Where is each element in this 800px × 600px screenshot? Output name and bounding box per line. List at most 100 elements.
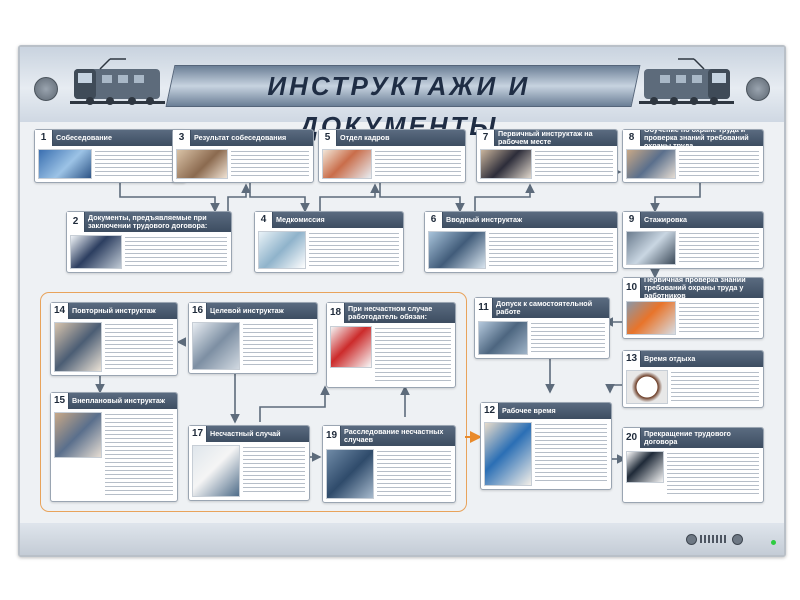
step-text-lines <box>375 328 451 382</box>
step-text-lines <box>105 414 173 496</box>
step-title: Первичная проверка знаний требований охр… <box>644 278 746 298</box>
step-title: Отдел кадров <box>340 133 390 142</box>
step-photo <box>38 149 92 179</box>
step-title: Результат собеседования <box>194 133 287 142</box>
step-text-lines <box>535 151 613 177</box>
arrow-4-5 <box>319 183 380 211</box>
step-title: Вводный инструктаж <box>446 215 523 224</box>
step-title: Внеплановый инструктаж <box>72 396 165 405</box>
step-photo <box>70 235 122 269</box>
arrow-1-2 <box>119 181 220 213</box>
header-banner: Инструктажи и документы <box>20 47 784 141</box>
first-aid-kit-icon <box>330 326 372 368</box>
play-button-icon <box>686 534 697 545</box>
step-number: 3 <box>173 130 191 146</box>
step-title: Документы, предъявляемые при заключении … <box>88 213 208 230</box>
step-number: 20 <box>623 428 641 448</box>
step-title: Несчастный случай <box>210 429 281 438</box>
step-number: 6 <box>425 212 443 228</box>
arrow-6-7 <box>474 183 535 211</box>
step-number: 16 <box>189 303 207 319</box>
step-number: 8 <box>623 130 641 146</box>
step-photo <box>322 149 372 179</box>
step-photo <box>626 301 676 335</box>
audio-controls <box>686 533 744 545</box>
step-number: 7 <box>477 130 495 146</box>
step-title: Собеседование <box>56 133 112 142</box>
step-text-lines <box>309 233 399 267</box>
step-number: 18 <box>327 303 345 323</box>
locomotive-icon <box>639 58 734 105</box>
step-text-lines <box>531 323 605 353</box>
volume-bars-icon <box>700 535 728 543</box>
step-photo <box>192 445 240 497</box>
step-text-lines <box>125 237 227 267</box>
step-text-lines <box>377 451 451 497</box>
arrow-3-4 <box>249 181 310 213</box>
step-photo <box>484 422 532 486</box>
step-number: 2 <box>67 212 85 232</box>
poster-board: Инструктажи и документы <box>18 45 786 557</box>
incident-section-frame <box>40 292 467 512</box>
speaker-icon <box>746 77 770 101</box>
step-photo <box>626 231 676 265</box>
step-text-lines <box>95 151 181 177</box>
step-photo <box>428 231 486 269</box>
step-title: При несчастном случае работодатель обяза… <box>348 304 433 321</box>
page-title-bar: Инструктажи и документы <box>165 65 641 141</box>
step-title: Время отдыха <box>644 354 696 363</box>
step-text-lines <box>231 151 309 177</box>
footer-strip <box>20 523 784 555</box>
step-title: Первичный инструктаж на рабочем месте <box>498 130 593 146</box>
step-photo <box>54 412 102 458</box>
step-text-lines <box>667 453 759 497</box>
step-text-lines <box>489 233 613 267</box>
step-text-lines <box>243 447 305 495</box>
step-number: 11 <box>475 298 493 318</box>
step-number: 5 <box>319 130 337 146</box>
step-title: Повторный инструктаж <box>72 306 156 315</box>
step-title: Медкомиссия <box>276 215 325 224</box>
stop-button-icon <box>732 534 743 545</box>
arrow-8-9 <box>650 181 701 213</box>
step-photo <box>54 322 102 372</box>
step-title: Рабочее время <box>502 406 556 415</box>
step-text-lines <box>375 151 461 177</box>
labor-book-icon <box>626 451 664 483</box>
clock-icon <box>626 370 668 404</box>
step-number: 12 <box>481 403 499 419</box>
step-title: Стажировка <box>644 215 688 224</box>
step-text-lines <box>105 324 173 370</box>
arrow-2-3 <box>227 183 251 211</box>
step-title: Допуск к самостоятельной работе <box>496 299 593 316</box>
step-text-lines <box>535 424 607 484</box>
power-led-icon <box>771 540 776 545</box>
step-number: 10 <box>623 278 641 298</box>
step-text-lines <box>679 233 759 263</box>
step-text-lines <box>671 372 759 402</box>
step-title: Целевой инструктаж <box>210 306 284 315</box>
step-number: 4 <box>255 212 273 228</box>
step-number: 17 <box>189 426 207 442</box>
step-text-lines <box>679 151 759 177</box>
step-number: 15 <box>51 393 69 409</box>
step-number: 13 <box>623 351 641 367</box>
step-title: Прекращение трудового договора <box>644 429 731 446</box>
